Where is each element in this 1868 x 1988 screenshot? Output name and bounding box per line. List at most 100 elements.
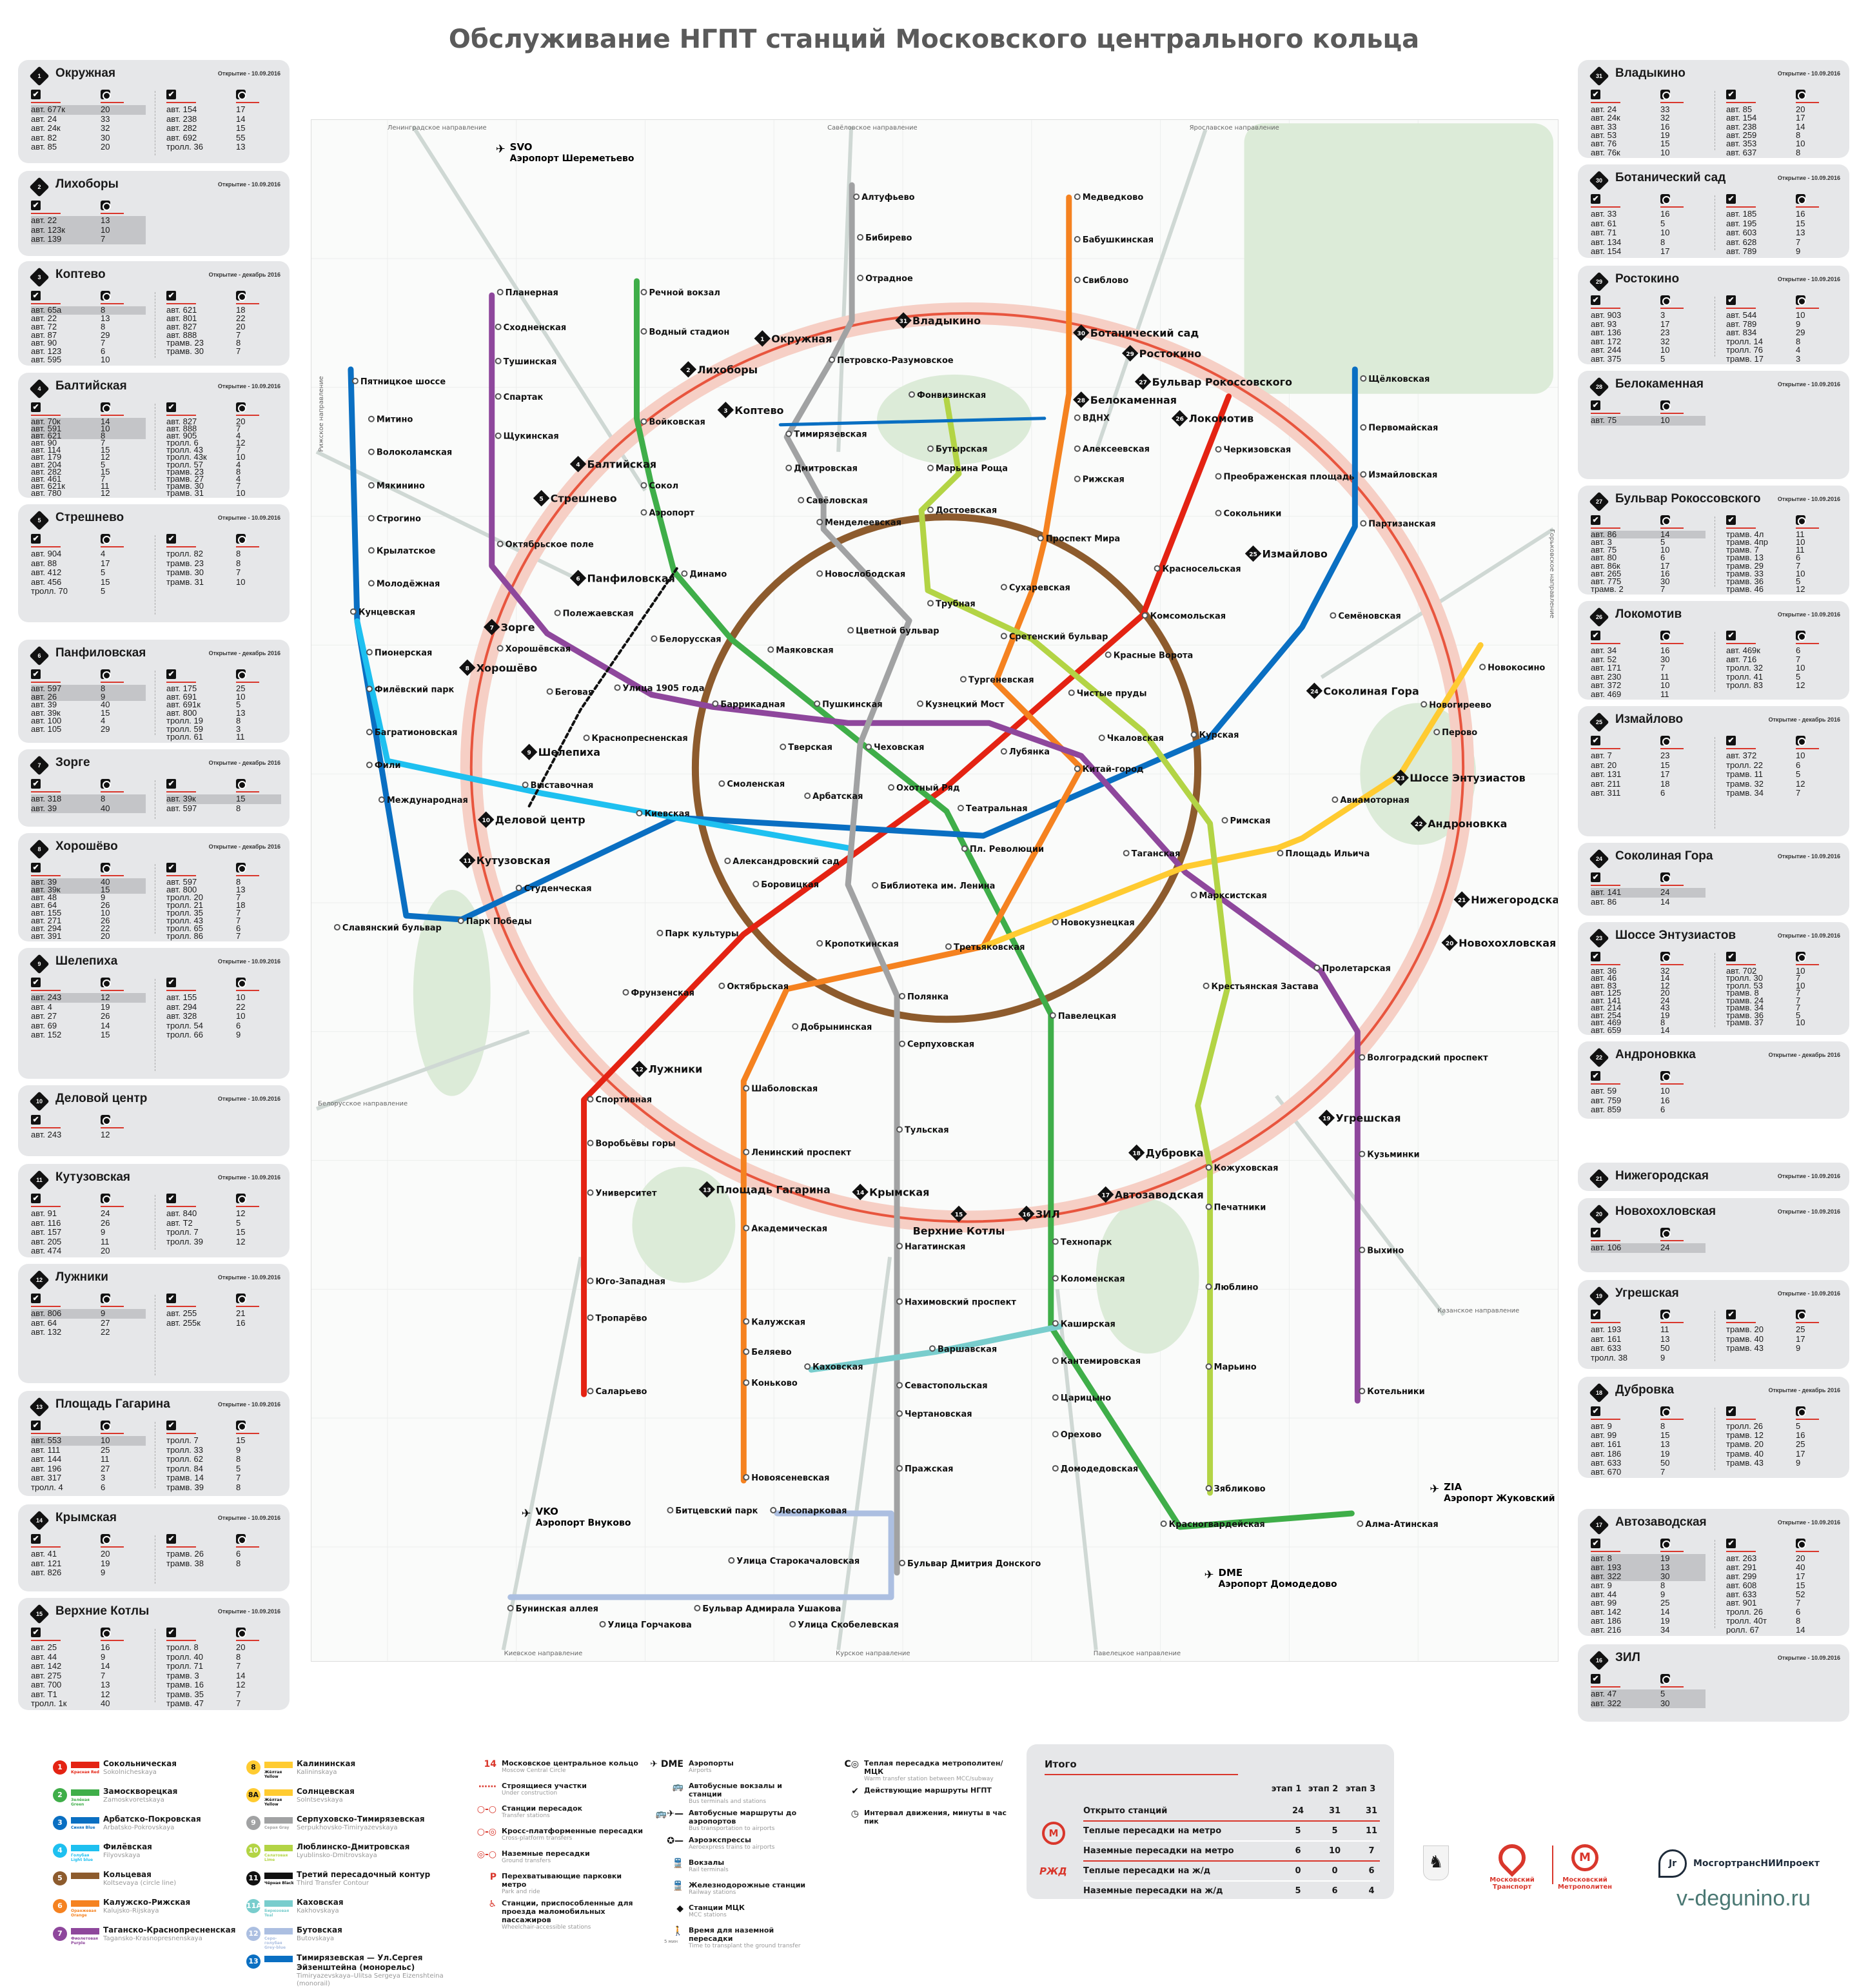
metro-station[interactable]: Пл. Революции	[961, 845, 1044, 854]
metro-station[interactable]: Серпуховская	[899, 1040, 974, 1050]
metro-station[interactable]: Марксистская	[1190, 891, 1267, 901]
metro-station[interactable]: Маяковская	[767, 645, 834, 655]
metro-station[interactable]: Войковская	[640, 418, 705, 428]
metro-station[interactable]: Трубная	[927, 599, 976, 609]
metro-station[interactable]: Тушинская	[495, 357, 557, 367]
metro-station[interactable]: Боровицкая	[752, 880, 819, 890]
metro-station[interactable]: Пушкинская	[814, 700, 883, 709]
metro-station[interactable]: Мякинино	[368, 482, 425, 491]
metro-station[interactable]: Университет	[587, 1189, 657, 1199]
metro-station[interactable]: Кропоткинская	[816, 940, 899, 949]
metro-station[interactable]: Парк культуры	[656, 929, 739, 939]
metro-station[interactable]: Севастопольская	[896, 1381, 988, 1391]
metro-station[interactable]: Баррикадная	[712, 700, 785, 709]
metro-station[interactable]: Белорусская	[651, 635, 722, 644]
metro-station[interactable]: Коломенская	[1052, 1274, 1125, 1284]
metro-station[interactable]: Марьино	[1205, 1363, 1257, 1372]
metro-station[interactable]: Хорошёвская	[496, 644, 571, 654]
metro-station[interactable]: Спортивная	[587, 1096, 653, 1105]
metro-station[interactable]: Библиотека им. Ленина	[872, 881, 995, 891]
metro-station[interactable]: Пионерская	[366, 648, 432, 658]
metro-station[interactable]: Фонвизинская	[909, 391, 986, 400]
metro-station[interactable]: Новокосино	[1479, 663, 1545, 673]
metro-station[interactable]: Первомайская	[1360, 424, 1438, 433]
metro-station[interactable]: Рижская	[1074, 475, 1125, 485]
metro-station[interactable]: Фили	[366, 761, 401, 771]
metro-station[interactable]: Молодёжная	[368, 579, 440, 589]
metro-station[interactable]: Волоколамская	[368, 448, 452, 458]
metro-station[interactable]: Тургеневская	[959, 675, 1034, 685]
metro-station[interactable]: Печатники	[1205, 1203, 1266, 1212]
metro-station[interactable]: Цветной бульвар	[847, 626, 939, 636]
metro-station[interactable]: Октябрьское поле	[496, 540, 594, 550]
metro-station[interactable]: Измайловская	[1360, 471, 1437, 480]
metro-station[interactable]: Преображенская площадь	[1215, 473, 1355, 482]
metro-station[interactable]: Павелецкая	[1049, 1012, 1116, 1021]
metro-station[interactable]: Чистые пруды	[1068, 689, 1147, 698]
metro-station[interactable]: Речной вокзал	[640, 288, 720, 298]
metro-station[interactable]: Люблино	[1205, 1283, 1259, 1292]
metro-station[interactable]: Партизанская	[1360, 520, 1436, 529]
metro-station[interactable]: Улица Горчакова	[599, 1620, 692, 1630]
metro-station[interactable]: Алма-Атинская	[1357, 1520, 1439, 1530]
metro-station[interactable]: Китай-город	[1074, 765, 1144, 774]
metro-station[interactable]: Орехово	[1052, 1430, 1102, 1440]
metro-station[interactable]: Аэропорт	[640, 509, 695, 518]
metro-station[interactable]: Выставочная	[522, 781, 594, 791]
metro-station[interactable]: Международная	[378, 796, 468, 805]
metro-station[interactable]: Шаболовская	[743, 1085, 818, 1094]
metro-station[interactable]: Киевская	[636, 809, 690, 819]
metro-station[interactable]: Октябрьская	[718, 982, 789, 992]
metro-station[interactable]: Битцевский парк	[667, 1506, 758, 1516]
metro-station[interactable]: Митино	[368, 415, 413, 425]
metro-station[interactable]: Бабушкинская	[1074, 235, 1154, 245]
metro-station[interactable]: Полежаевская	[554, 609, 634, 618]
metro-station[interactable]: Арбатская	[804, 792, 863, 802]
metro-station[interactable]: Домодедовская	[1052, 1464, 1138, 1474]
metro-station[interactable]: Римская	[1221, 816, 1271, 826]
metro-station[interactable]: Дмитровская	[785, 464, 858, 474]
metro-station[interactable]: Кожуховская	[1205, 1164, 1279, 1174]
metro-station[interactable]: Бульвар Адмирала Ушакова	[694, 1604, 841, 1614]
metro-station[interactable]: Ленинский проспект	[743, 1148, 851, 1158]
metro-station[interactable]: Бунинская аллея	[507, 1604, 598, 1614]
metro-station[interactable]: Черкизовская	[1215, 446, 1292, 455]
metro-station[interactable]: Площадь Ильича	[1277, 849, 1370, 859]
metro-station[interactable]: Царицыно	[1052, 1393, 1111, 1403]
metro-station[interactable]: Планерная	[496, 288, 558, 298]
metro-station[interactable]: Краснопресненская	[583, 734, 688, 743]
metro-station[interactable]: Красногвардейская	[1160, 1520, 1265, 1530]
metro-station[interactable]: Свиблово	[1074, 276, 1128, 286]
metro-station[interactable]: Воробьёвы горы	[587, 1139, 676, 1149]
metro-station[interactable]: Котельники	[1359, 1387, 1425, 1397]
metro-station[interactable]: Перово	[1433, 728, 1477, 738]
metro-station[interactable]: Проспект Мира	[1037, 535, 1120, 544]
metro-station[interactable]: Спартак	[495, 393, 544, 402]
metro-station[interactable]: Пражская	[896, 1464, 953, 1474]
metro-station[interactable]: Сухаревская	[1000, 583, 1070, 593]
metro-station[interactable]: Таганская	[1123, 849, 1181, 859]
metro-station[interactable]: Петровско-Разумовское	[829, 356, 954, 366]
metro-station[interactable]: Полянка	[899, 992, 949, 1002]
metro-station[interactable]: Технопарк	[1052, 1237, 1112, 1247]
